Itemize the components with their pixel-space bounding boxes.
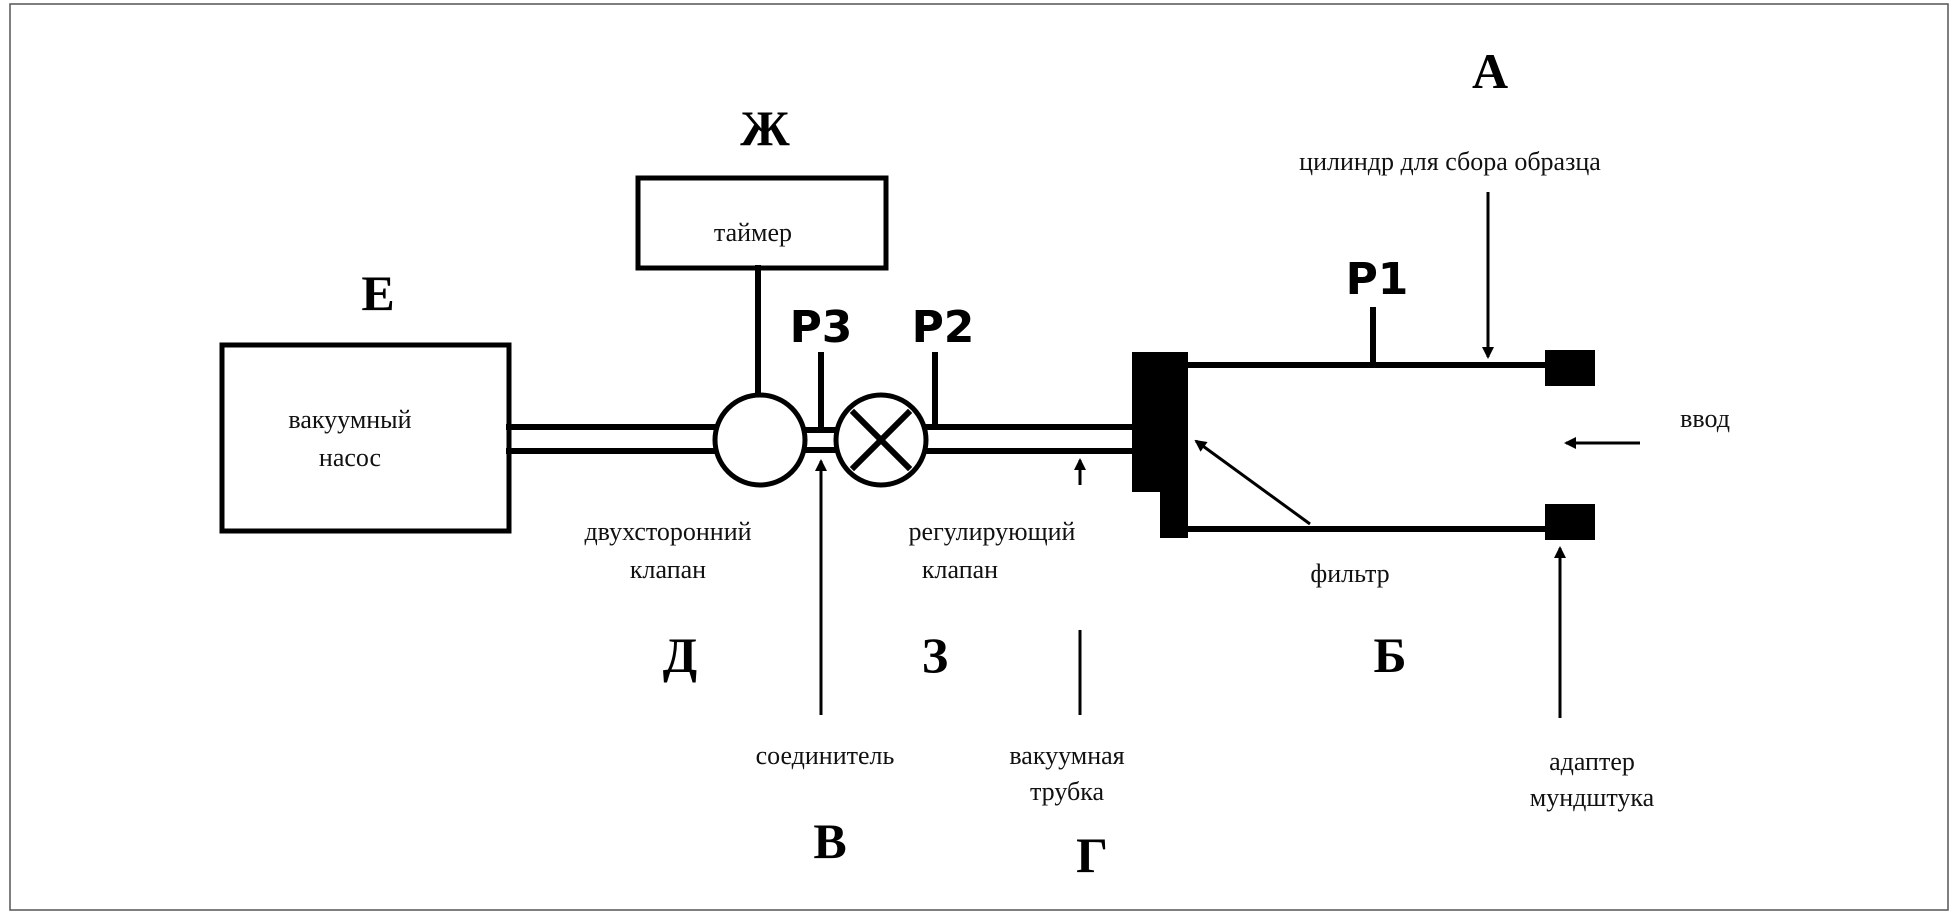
letter-e: Е bbox=[361, 265, 394, 321]
regulating-valve-cross-2 bbox=[849, 408, 913, 472]
cylinder-label: цилиндр для сбора образца bbox=[1299, 147, 1601, 176]
vacuum-pump-box bbox=[219, 342, 512, 534]
vacuum-tube-label-1: вакуумная bbox=[1009, 741, 1124, 770]
two-way-valve-label-1: двухсторонний bbox=[584, 517, 751, 546]
p3-label: P3 bbox=[790, 302, 853, 353]
filter-label: фильтр bbox=[1310, 559, 1389, 588]
filter-arrow bbox=[1194, 439, 1311, 526]
mouthpiece-adapter-bottom bbox=[1545, 504, 1595, 540]
timer-box bbox=[635, 175, 889, 271]
adapter-label-2: мундштука bbox=[1530, 783, 1655, 812]
filter-holder-lower bbox=[1160, 490, 1188, 538]
filter-holder bbox=[1132, 352, 1188, 492]
two-way-valve-label-2: клапан bbox=[630, 555, 706, 584]
input-label: ввод bbox=[1680, 404, 1730, 433]
p1-label: P1 bbox=[1346, 254, 1409, 305]
letter-v: В bbox=[813, 813, 846, 869]
letter-a: А bbox=[1472, 43, 1508, 99]
outer-frame bbox=[9, 3, 1949, 911]
letter-b: Б bbox=[1373, 627, 1406, 683]
letter-z: З bbox=[922, 627, 948, 683]
timer-label: таймер bbox=[714, 218, 792, 247]
vacuum-pump-label-2: насос bbox=[319, 443, 381, 472]
connector-bottom bbox=[803, 447, 837, 453]
letter-zh: Ж bbox=[740, 100, 790, 156]
two-way-valve bbox=[712, 392, 808, 488]
regulating-valve-label-1: регулирующий bbox=[909, 517, 1076, 546]
regulating-valve-label-2: клапан bbox=[922, 555, 998, 584]
p2-label: P2 bbox=[912, 302, 975, 353]
mouthpiece-adapter-top bbox=[1545, 350, 1595, 386]
adapter-label-1: адаптер bbox=[1549, 747, 1635, 776]
vacuum-pump-label-1: вакуумный bbox=[288, 405, 411, 434]
connector-label: соединитель bbox=[756, 741, 895, 770]
letter-d: Д bbox=[663, 627, 697, 683]
letter-g: Г bbox=[1076, 827, 1108, 883]
vacuum-tube-label-2: трубка bbox=[1030, 777, 1104, 806]
